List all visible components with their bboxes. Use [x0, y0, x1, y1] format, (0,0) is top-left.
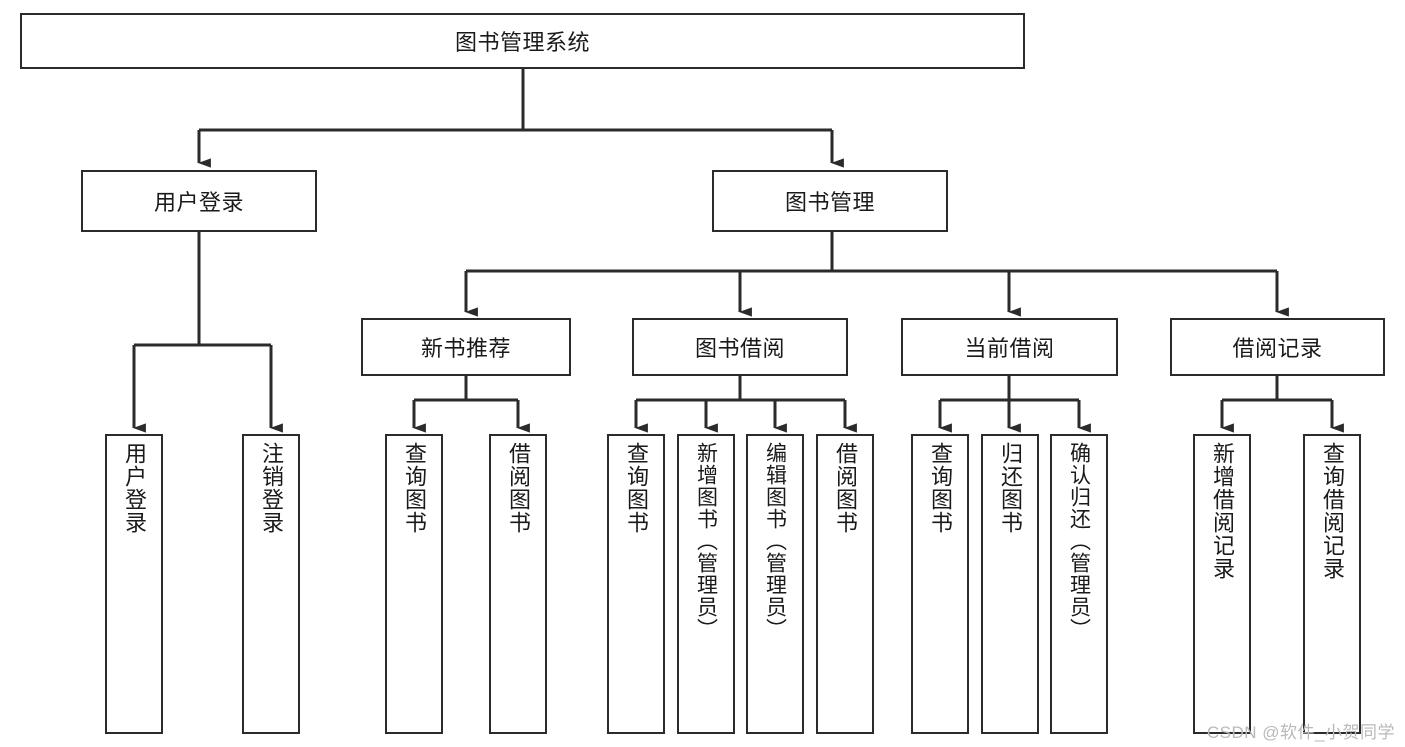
node-user-login[interactable]: 用户登录 [81, 170, 317, 232]
leaf-label: 查询图书 [623, 442, 649, 534]
leaf-currentborrow-query-book[interactable]: 查询图书 [911, 434, 969, 734]
leaf-label: 归还图书 [997, 442, 1023, 534]
node-label: 图书管理系统 [454, 30, 590, 55]
leaf-label: 查询图书 [401, 442, 427, 534]
node-label: 当前借阅 [964, 336, 1055, 361]
node-label: 新书推荐 [420, 336, 511, 361]
leaf-label: 新增图书（管理员） [694, 442, 718, 640]
csdn-watermark: CSDN @软件_小贺同学 [1206, 723, 1395, 742]
leaf-newbook-borrow-book[interactable]: 借阅图书 [489, 434, 547, 734]
node-current-borrow[interactable]: 当前借阅 [901, 318, 1118, 376]
leaf-label: 确认归还（管理员） [1067, 442, 1091, 640]
node-label: 图书管理 [784, 190, 875, 215]
leaf-logout[interactable]: 注销登录 [242, 434, 300, 734]
node-book-management[interactable]: 图书管理 [712, 170, 948, 232]
node-borrow-record[interactable]: 借阅记录 [1170, 318, 1385, 376]
leaf-label: 查询图书 [927, 442, 953, 534]
leaf-currentborrow-confirm-return-admin[interactable]: 确认归还（管理员） [1050, 434, 1108, 734]
leaf-label: 注销登录 [258, 442, 284, 534]
leaf-borrowrecord-query-record[interactable]: 查询借阅记录 [1303, 434, 1361, 734]
node-new-book-recommendation[interactable]: 新书推荐 [361, 318, 571, 376]
leaf-newbook-query-book[interactable]: 查询图书 [385, 434, 443, 734]
node-label: 借阅记录 [1232, 336, 1323, 361]
leaf-user-login[interactable]: 用户登录 [105, 434, 163, 734]
node-book-borrow[interactable]: 图书借阅 [632, 318, 848, 376]
node-label: 用户登录 [153, 190, 244, 215]
leaf-borrowrecord-add-record[interactable]: 新增借阅记录 [1193, 434, 1251, 734]
leaf-bookborrow-add-book-admin[interactable]: 新增图书（管理员） [677, 434, 735, 734]
leaf-label: 借阅图书 [832, 442, 858, 534]
node-label: 图书借阅 [694, 336, 785, 361]
leaf-currentborrow-return-book[interactable]: 归还图书 [981, 434, 1039, 734]
leaf-bookborrow-borrow-book[interactable]: 借阅图书 [816, 434, 874, 734]
leaf-label: 用户登录 [121, 442, 147, 534]
node-root-book-management-system[interactable]: 图书管理系统 [20, 13, 1025, 69]
leaf-bookborrow-edit-book-admin[interactable]: 编辑图书（管理员） [746, 434, 804, 734]
leaf-label: 新增借阅记录 [1209, 442, 1235, 580]
leaf-bookborrow-query-book[interactable]: 查询图书 [607, 434, 665, 734]
leaf-label: 查询借阅记录 [1319, 442, 1345, 580]
leaf-label: 编辑图书（管理员） [763, 442, 787, 640]
leaf-label: 借阅图书 [505, 442, 531, 534]
